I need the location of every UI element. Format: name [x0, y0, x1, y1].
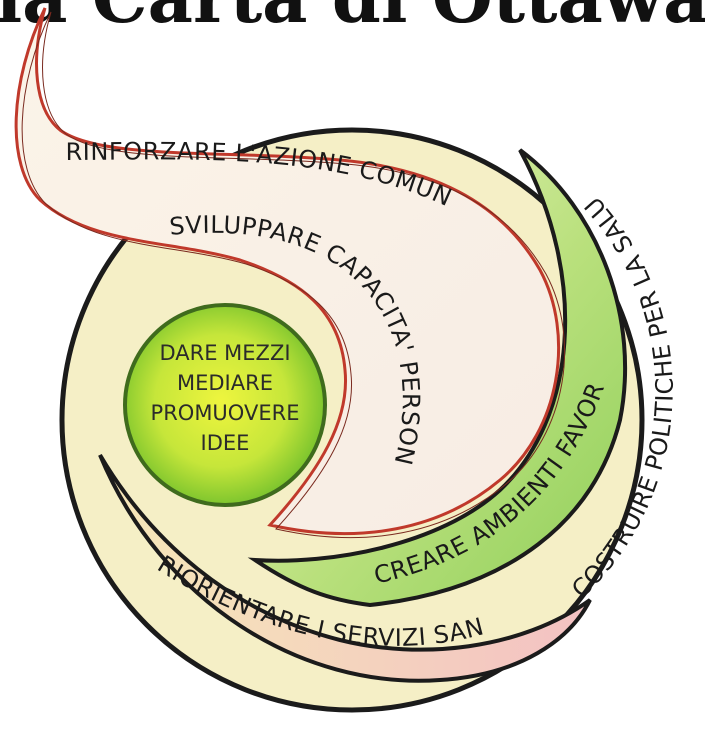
core-line-4: IDEE [201, 431, 250, 455]
community-swirl [14, 7, 561, 535]
diagram-title: la Carta di Ottawa [0, 0, 705, 39]
community-swirl-outline [21, 11, 566, 538]
core-line-3: PROMUOVERE [151, 401, 300, 425]
environment-band [247, 148, 628, 608]
services-band [98, 453, 592, 683]
core-line-1: DARE MEZZI [159, 341, 290, 365]
core-circle [123, 303, 327, 507]
core-line-2: MEDIARE [177, 371, 273, 395]
